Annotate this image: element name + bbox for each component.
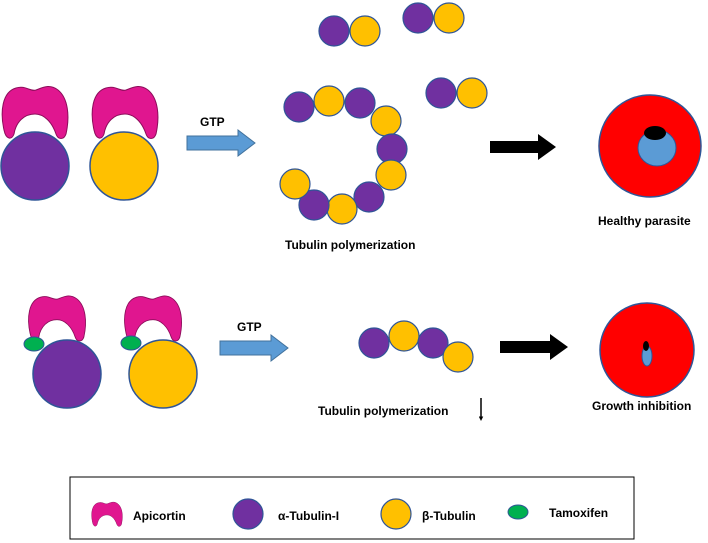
beta-tubulin-circle xyxy=(279,168,311,200)
legend-label-tamoxifen: Tamoxifen xyxy=(549,506,608,520)
healthy-parasite xyxy=(598,94,702,198)
parasite-organelle xyxy=(643,341,649,351)
legend-box xyxy=(69,476,635,540)
legend: Apicortin α-Tubulin-I β-Tubulin Tamoxife… xyxy=(69,476,635,540)
gtp-arrow xyxy=(186,128,256,158)
alpha-tubulin-circle xyxy=(283,91,315,123)
inhibited-parasite xyxy=(599,302,695,398)
alpha-tubulin-circle xyxy=(344,87,376,119)
legend-label-alpha-tubulin: α-Tubulin-I xyxy=(278,509,339,523)
alpha-tubulin-circle xyxy=(0,131,70,201)
healthy-parasite-label: Healthy parasite xyxy=(598,214,691,228)
apicortin-shape xyxy=(28,295,87,342)
apicortin-shape xyxy=(124,295,183,342)
alpha-tubulin-icon xyxy=(232,498,264,530)
alpha-tubulin-circle xyxy=(298,189,330,221)
alpha-tubulin-circle xyxy=(318,15,350,47)
tubulin-ring-polymer xyxy=(279,85,408,225)
top-panel: GTP Tubulin polymerization xyxy=(0,2,702,252)
beta-tubulin-circle xyxy=(433,2,465,34)
apicortin-beta-complex xyxy=(89,86,159,201)
apicortin-shape xyxy=(91,86,159,139)
beta-tubulin-circle xyxy=(326,193,358,225)
legend-label-apicortin: Apicortin xyxy=(133,509,186,523)
apicortin-shape xyxy=(1,86,69,139)
apicortin-alpha-complex xyxy=(0,86,70,201)
gtp-label: GTP xyxy=(237,320,262,334)
tubulin-polymerization-label: Tubulin polymerization xyxy=(318,404,448,418)
beta-tubulin-circle xyxy=(89,131,159,201)
beta-tubulin-circle xyxy=(370,105,402,137)
beta-tubulin-circle xyxy=(313,85,345,117)
beta-tubulin-circle xyxy=(375,159,407,191)
bottom-panel: GTP Tubulin polymerization Growth inhibi… xyxy=(23,295,695,421)
beta-tubulin-circle xyxy=(442,341,474,373)
tamoxifen-apicortin-beta-complex xyxy=(120,295,198,409)
growth-inhibition-label: Growth inhibition xyxy=(592,399,691,413)
outcome-arrow xyxy=(500,334,568,360)
alpha-tubulin-circle xyxy=(425,77,457,109)
beta-tubulin-circle xyxy=(349,15,381,47)
beta-tubulin-circle xyxy=(128,339,198,409)
alpha-tubulin-circle xyxy=(417,327,449,359)
tamoxifen-apicortin-alpha-complex xyxy=(23,295,102,409)
gtp-label: GTP xyxy=(200,115,225,129)
outcome-arrow xyxy=(490,134,556,160)
alpha-tubulin-circle xyxy=(358,327,390,359)
tamoxifen-ellipse xyxy=(120,335,142,351)
alpha-tubulin-circle xyxy=(353,181,385,213)
legend-label-beta-tubulin: β-Tubulin xyxy=(422,509,476,523)
beta-tubulin-circle xyxy=(456,77,488,109)
alpha-tubulin-circle xyxy=(32,339,102,409)
beta-tubulin-icon xyxy=(380,498,412,530)
beta-tubulin-circle xyxy=(388,320,420,352)
short-tubulin-chain xyxy=(358,320,474,373)
alpha-tubulin-circle xyxy=(402,2,434,34)
free-tubulin-dimers xyxy=(318,2,488,109)
tubulin-polymerization-label: Tubulin polymerization xyxy=(285,238,415,252)
tamoxifen-ellipse xyxy=(23,336,45,352)
parasite-organelle xyxy=(644,126,666,140)
gtp-arrow xyxy=(219,333,289,363)
tamoxifen-icon xyxy=(507,504,529,520)
